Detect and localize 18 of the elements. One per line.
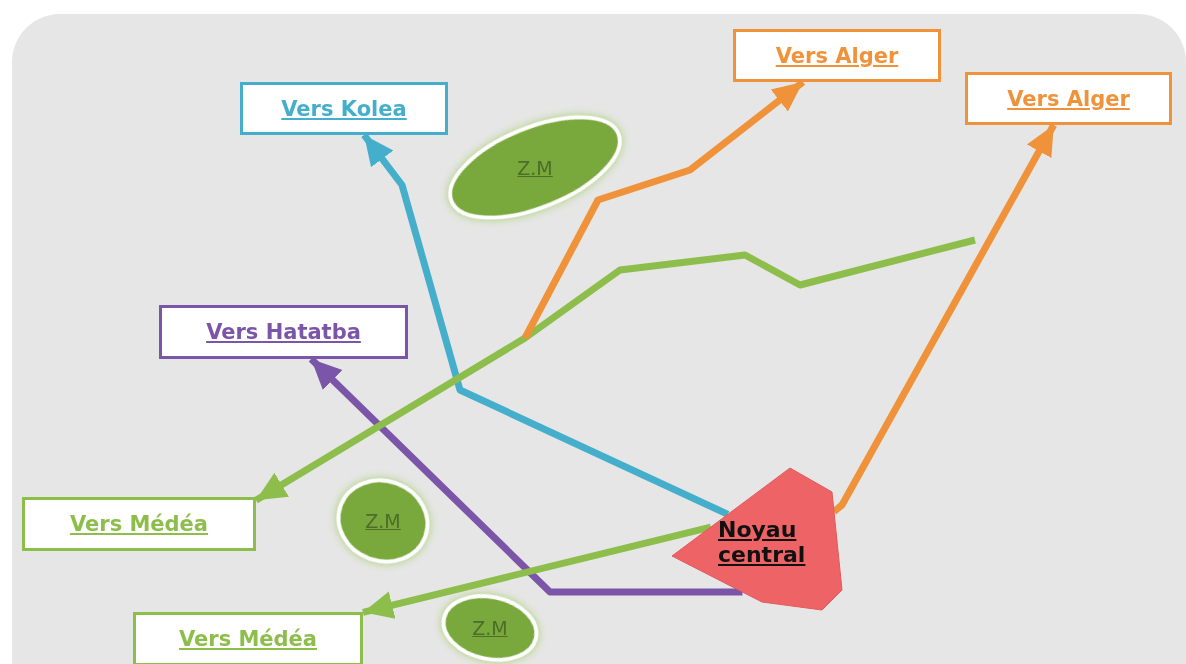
core-label: Noyau central bbox=[718, 516, 807, 568]
destination-label: Vers Alger bbox=[775, 43, 899, 68]
zone-label: Z.M bbox=[365, 510, 401, 532]
zone-label: Z.M bbox=[517, 156, 553, 179]
destination-box bbox=[133, 612, 363, 664]
destination-box bbox=[22, 497, 256, 551]
destination-box bbox=[159, 305, 408, 359]
destination-label: Vers Médéa bbox=[178, 627, 318, 651]
destination-box bbox=[965, 72, 1172, 125]
arrow bbox=[254, 236, 976, 504]
destination-label: Vers Médéa bbox=[69, 512, 209, 536]
destination-label: Vers Alger bbox=[1007, 86, 1130, 111]
destination-label: Vers Hatatba bbox=[206, 320, 361, 344]
zone-label: Z.M bbox=[472, 617, 508, 639]
destination-box bbox=[733, 29, 941, 82]
destination-box bbox=[240, 82, 448, 135]
destination-label: Vers Kolea bbox=[281, 96, 407, 121]
arrow bbox=[362, 523, 712, 619]
